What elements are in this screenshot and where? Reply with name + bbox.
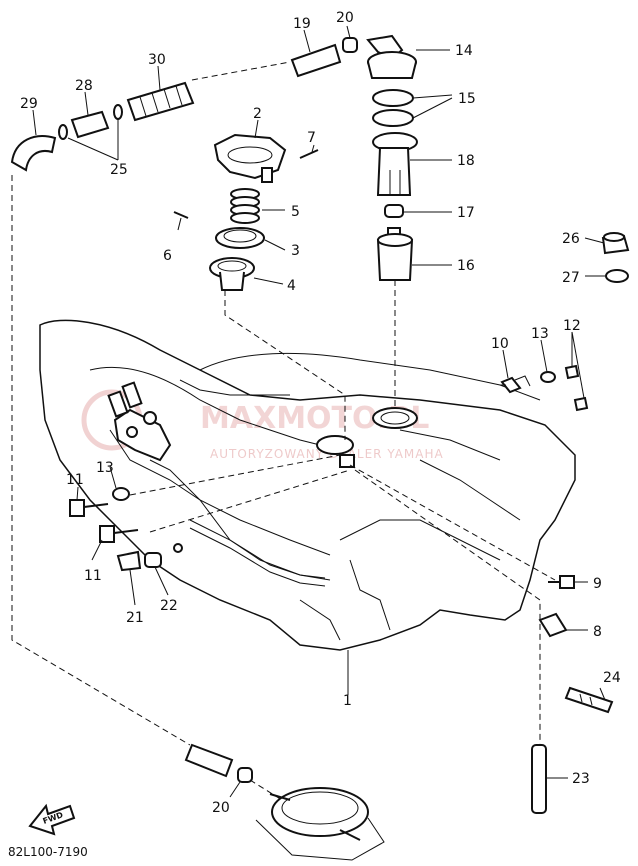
part-21-damper (116, 550, 142, 572)
part-16-pickup (376, 227, 414, 281)
callout-11-lower: 11 (84, 568, 102, 584)
callout-14: 14 (455, 43, 473, 59)
part-2-cap-holder (213, 133, 287, 183)
callout-2: 2 (253, 106, 262, 122)
callout-19: 19 (293, 16, 311, 32)
callout-5: 5 (291, 204, 300, 220)
leader-lines (32, 25, 606, 798)
callout-21: 21 (126, 610, 144, 626)
part-lower-hose (184, 743, 234, 778)
part-11-bolt-upper (69, 499, 109, 517)
diagram-code: 82L100-7190 (8, 845, 88, 859)
callout-16: 16 (457, 258, 475, 274)
callout-3: 3 (291, 243, 300, 259)
callout-18: 18 (457, 153, 475, 169)
part-15-seals (372, 89, 414, 127)
part-14-pump-head (366, 34, 417, 79)
fuel-tank (39, 319, 576, 651)
callout-11-upper: 11 (66, 472, 84, 488)
fwd-arrow-icon: FWD (28, 803, 76, 836)
callout-13-right: 13 (531, 326, 549, 342)
part-22-collar (144, 552, 162, 568)
part-20-clamp-top (342, 37, 358, 53)
part-10-spring-clip (500, 375, 531, 394)
callout-25: 25 (110, 162, 128, 178)
part-19-hose (290, 43, 342, 78)
callout-15: 15 (458, 91, 476, 107)
part-28-hose (70, 110, 110, 139)
part-11-bolt-lower (99, 525, 139, 543)
callout-23: 23 (572, 771, 590, 787)
part-6-pin (173, 211, 189, 219)
callout-30: 30 (148, 52, 166, 68)
part-4-neck (209, 257, 255, 291)
part-20-clamp-bottom (237, 767, 253, 783)
callout-22: 22 (160, 598, 178, 614)
part-7-pin (299, 149, 319, 159)
callout-27: 27 (562, 270, 580, 286)
callout-28: 28 (75, 78, 93, 94)
part-13-washer-right (540, 371, 556, 383)
part-5-spring (230, 188, 260, 224)
callout-7: 7 (307, 130, 316, 146)
callout-6: 6 (163, 248, 172, 264)
callout-20-bottom: 20 (212, 800, 230, 816)
callout-labels: 1 2 3 4 5 6 7 8 9 10 11 11 12 13 13 14 1… (20, 10, 621, 816)
dashed-routing-lines (11, 61, 556, 801)
part-26-nut (601, 232, 630, 255)
callout-12: 12 (563, 318, 581, 334)
part-24-key (564, 686, 614, 714)
fuel-pump-bottom (255, 787, 385, 861)
callout-24: 24 (603, 670, 621, 686)
callout-29: 29 (20, 96, 38, 112)
watermark-tagline: AUTORYZOWANY DEALER YAMAHA (210, 447, 444, 461)
callout-9: 9 (593, 576, 602, 592)
part-8-knob (538, 612, 568, 638)
callout-20-top: 20 (336, 10, 354, 26)
part-23-tube (531, 744, 547, 814)
part-12-clips (564, 364, 589, 412)
callout-13-left: 13 (96, 460, 114, 476)
callout-4: 4 (287, 278, 296, 294)
part-29-bent-hose (10, 135, 57, 172)
part-27-washer (605, 269, 629, 283)
callout-10: 10 (491, 336, 509, 352)
callout-1: 1 (343, 693, 352, 709)
callout-8: 8 (593, 624, 602, 640)
part-3-ring (215, 227, 265, 249)
callout-26: 26 (562, 231, 580, 247)
part-30-corrugated-hose (126, 81, 195, 122)
part-13-washer-left (112, 487, 130, 501)
callout-17: 17 (457, 205, 475, 221)
part-17-clip (384, 204, 404, 218)
part-18-filter (372, 132, 418, 196)
